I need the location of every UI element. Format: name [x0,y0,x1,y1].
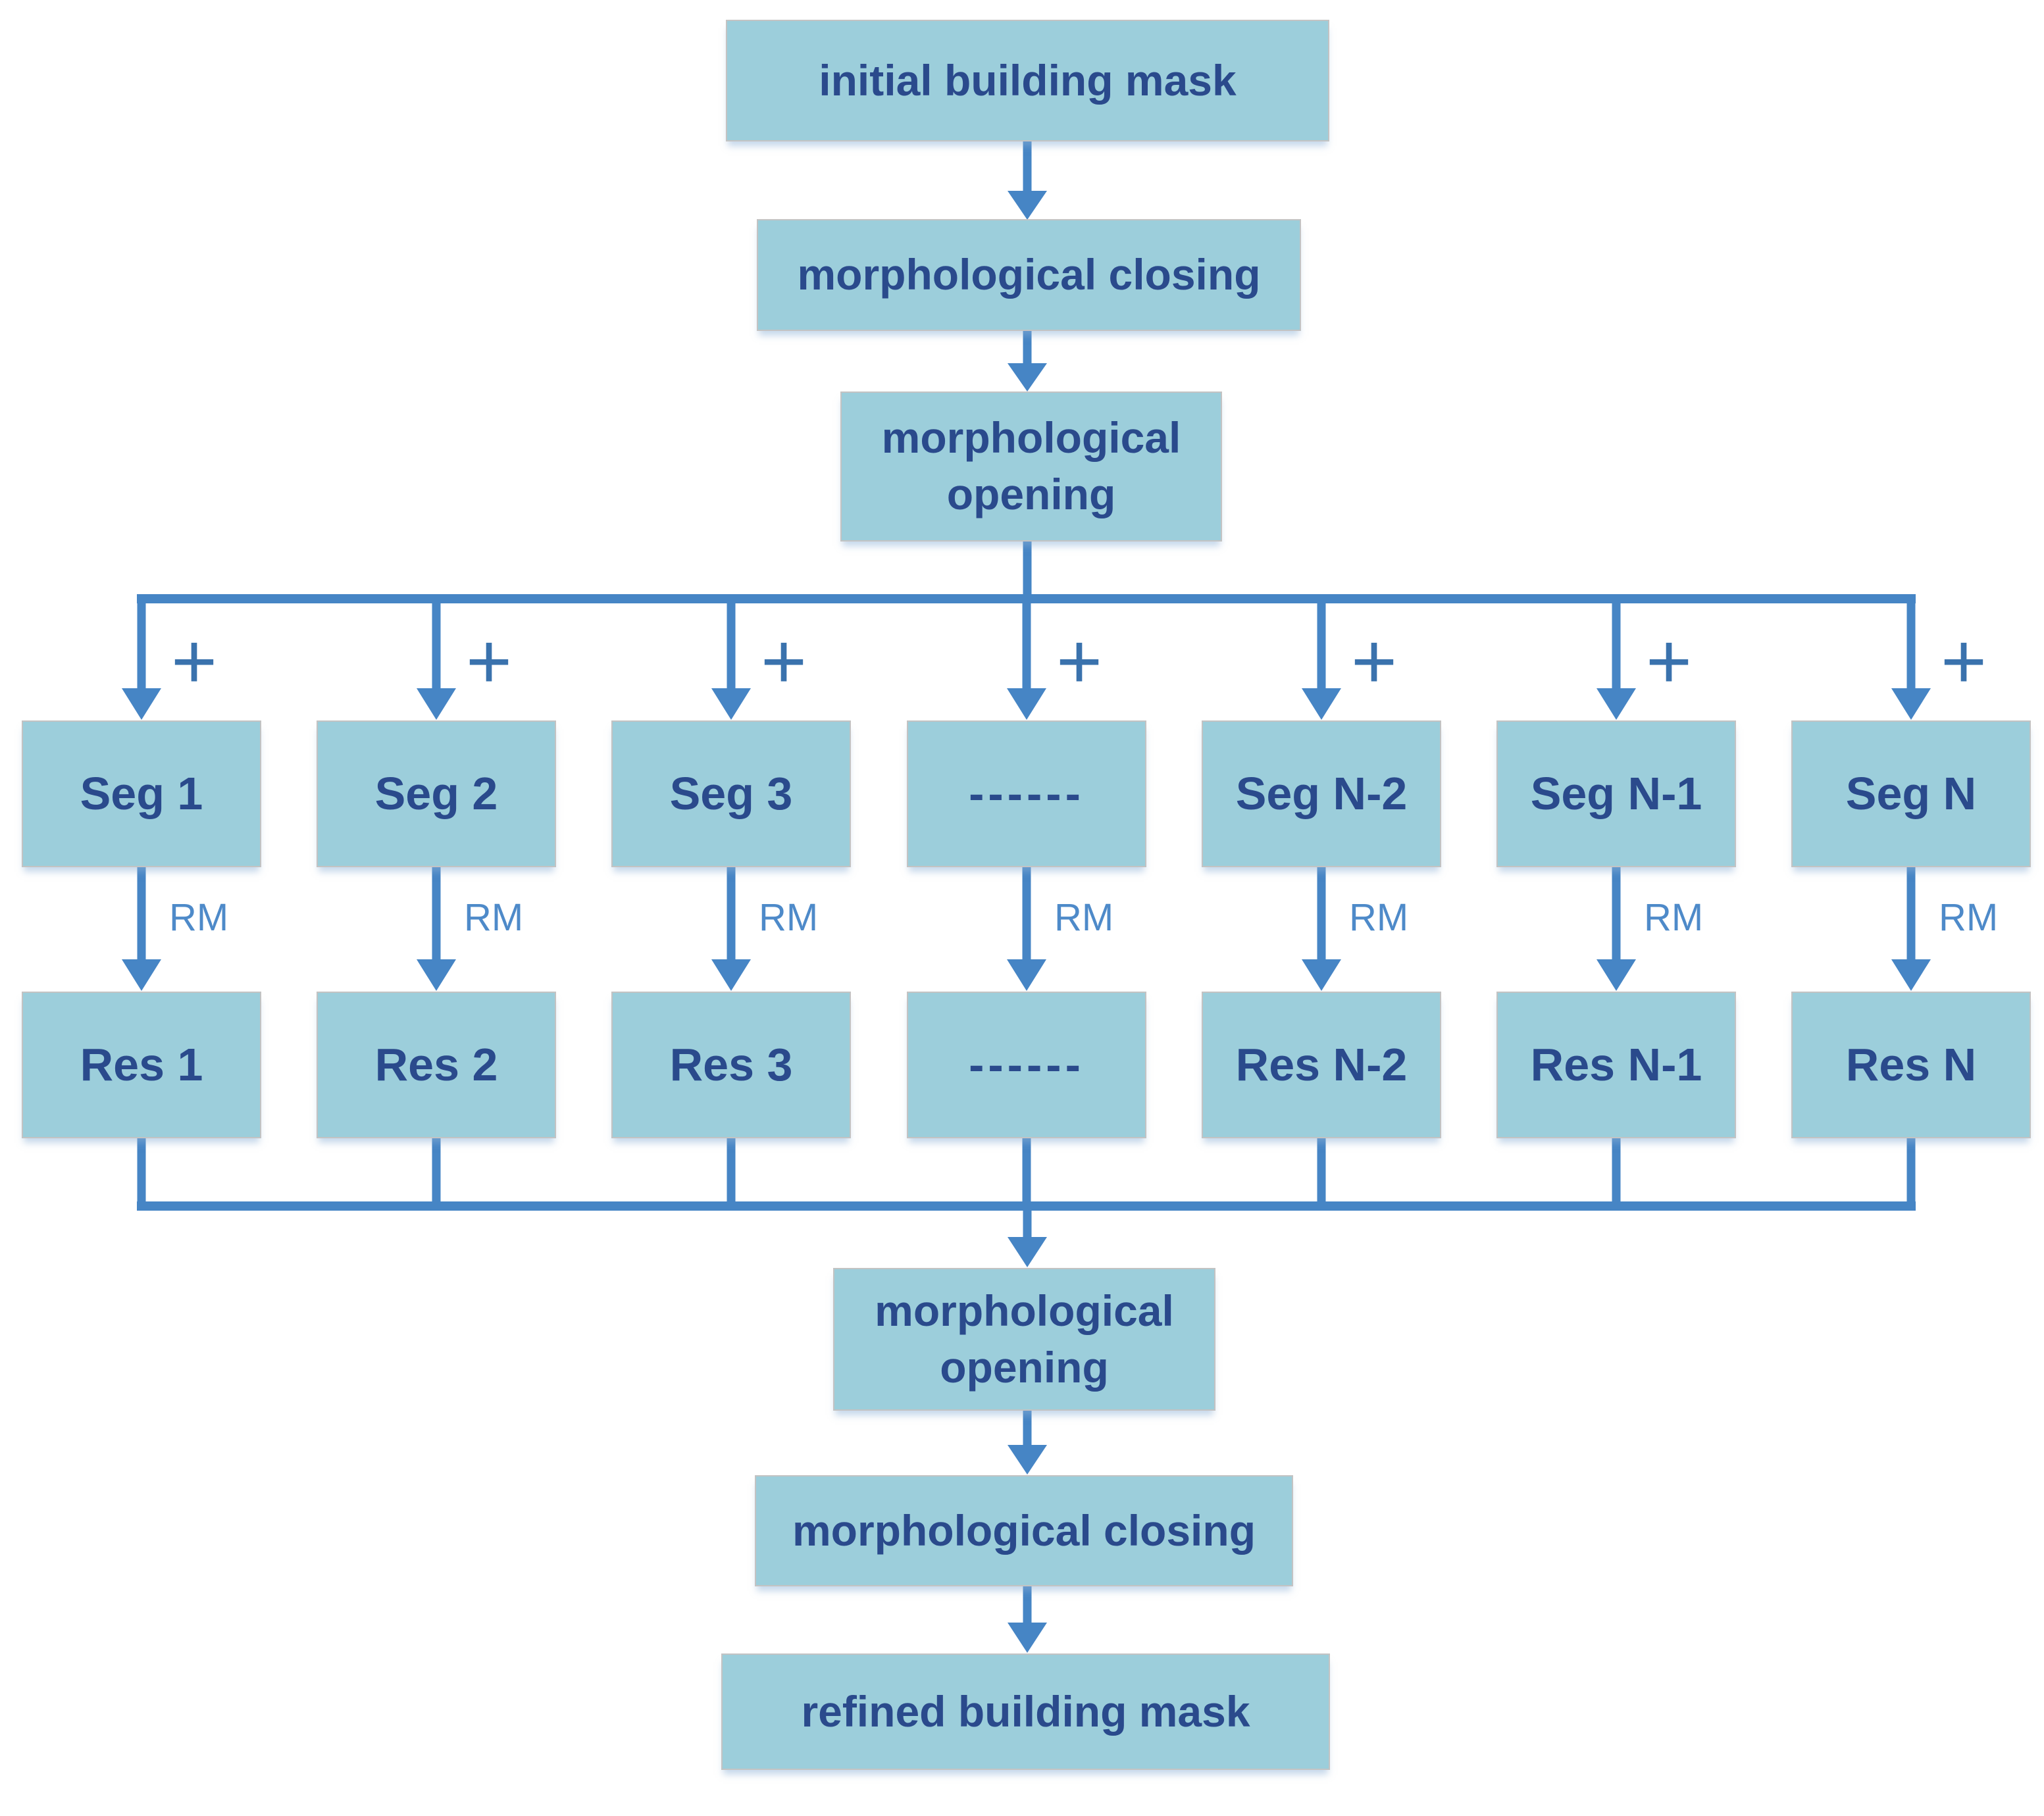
node-label: morphological opening [881,413,1181,518]
rm-label: RM [1054,896,1114,939]
plus-label: + [466,617,513,705]
node-label: Res 2 [374,1039,498,1090]
arrowhead [1007,959,1046,991]
node-label: Res 3 [669,1039,793,1090]
rm-label: RM [169,896,229,939]
node-label: Seg N-2 [1235,768,1408,819]
rm-label: RM [1644,896,1704,939]
arrowhead [1008,1445,1047,1475]
node-res-2: Res 2 [317,992,556,1138]
node-seg-2: Seg 2 [317,720,556,867]
node-res-ellipsis: ------ [907,992,1146,1138]
node-initial-building-mask: initial building mask [726,20,1329,141]
node-label: Seg 3 [669,768,793,819]
node-label: Seg N-1 [1530,768,1702,819]
rm-label: RM [1349,896,1409,939]
plus-label: + [1351,617,1398,705]
node-res-1: Res 1 [22,992,261,1138]
node-label: Res 1 [80,1039,203,1090]
node-seg-n-1: Seg N-1 [1496,720,1736,867]
node-morphological-opening-top: morphological opening [840,391,1222,542]
arrowhead [1891,688,1931,720]
node-res-n-2: Res N-2 [1202,992,1441,1138]
node-label: ------ [969,768,1085,819]
node-res-n: Res N [1791,992,2031,1138]
node-label: morphological closing [792,1505,1256,1555]
node-seg-1: Seg 1 [22,720,261,867]
node-label: initial building mask [819,55,1237,105]
node-res-n-1: Res N-1 [1496,992,1736,1138]
arrowhead [711,959,751,991]
node-label: Res N [1845,1039,1977,1090]
arrowhead [1302,959,1341,991]
arrowhead [1008,363,1047,391]
node-label: Seg 1 [80,768,203,819]
node-label: Seg 2 [374,768,498,819]
node-seg-3: Seg 3 [611,720,851,867]
rm-label: RM [464,896,524,939]
arrowhead [1007,688,1046,720]
arrowhead [417,959,456,991]
node-label: Res N-1 [1530,1039,1702,1090]
arrowhead [1302,688,1341,720]
rm-label: RM [759,896,819,939]
arrowhead [1597,688,1636,720]
node-morphological-opening-bottom: morphological opening [833,1268,1215,1411]
plus-label: + [1646,617,1693,705]
node-seg-n: Seg N [1791,720,2031,867]
node-label: Res N-2 [1235,1039,1408,1090]
node-morphological-closing-top: morphological closing [757,219,1301,331]
arrowhead [1008,1623,1047,1653]
arrowhead [1008,1237,1047,1267]
node-res-3: Res 3 [611,992,851,1138]
rm-label: RM [1939,896,1999,939]
node-seg-ellipsis: ------ [907,720,1146,867]
node-morphological-closing-bottom: morphological closing [755,1475,1293,1586]
node-label: refined building mask [801,1686,1250,1736]
arrowhead [122,688,161,720]
arrowhead [1891,959,1931,991]
node-label: morphological opening [875,1286,1174,1392]
arrowhead [417,688,456,720]
node-label: Seg N [1845,768,1977,819]
arrowhead [711,688,751,720]
arrowhead [1597,959,1636,991]
plus-label: + [761,617,807,705]
plus-label: + [1941,617,1987,705]
plus-label: + [171,617,218,705]
node-label: morphological closing [797,250,1261,299]
plus-label: + [1056,617,1103,705]
node-refined-building-mask: refined building mask [721,1653,1330,1770]
arrowhead [122,959,161,991]
node-label: ------ [969,1039,1085,1090]
node-seg-n-2: Seg N-2 [1202,720,1441,867]
arrowhead [1008,191,1047,220]
